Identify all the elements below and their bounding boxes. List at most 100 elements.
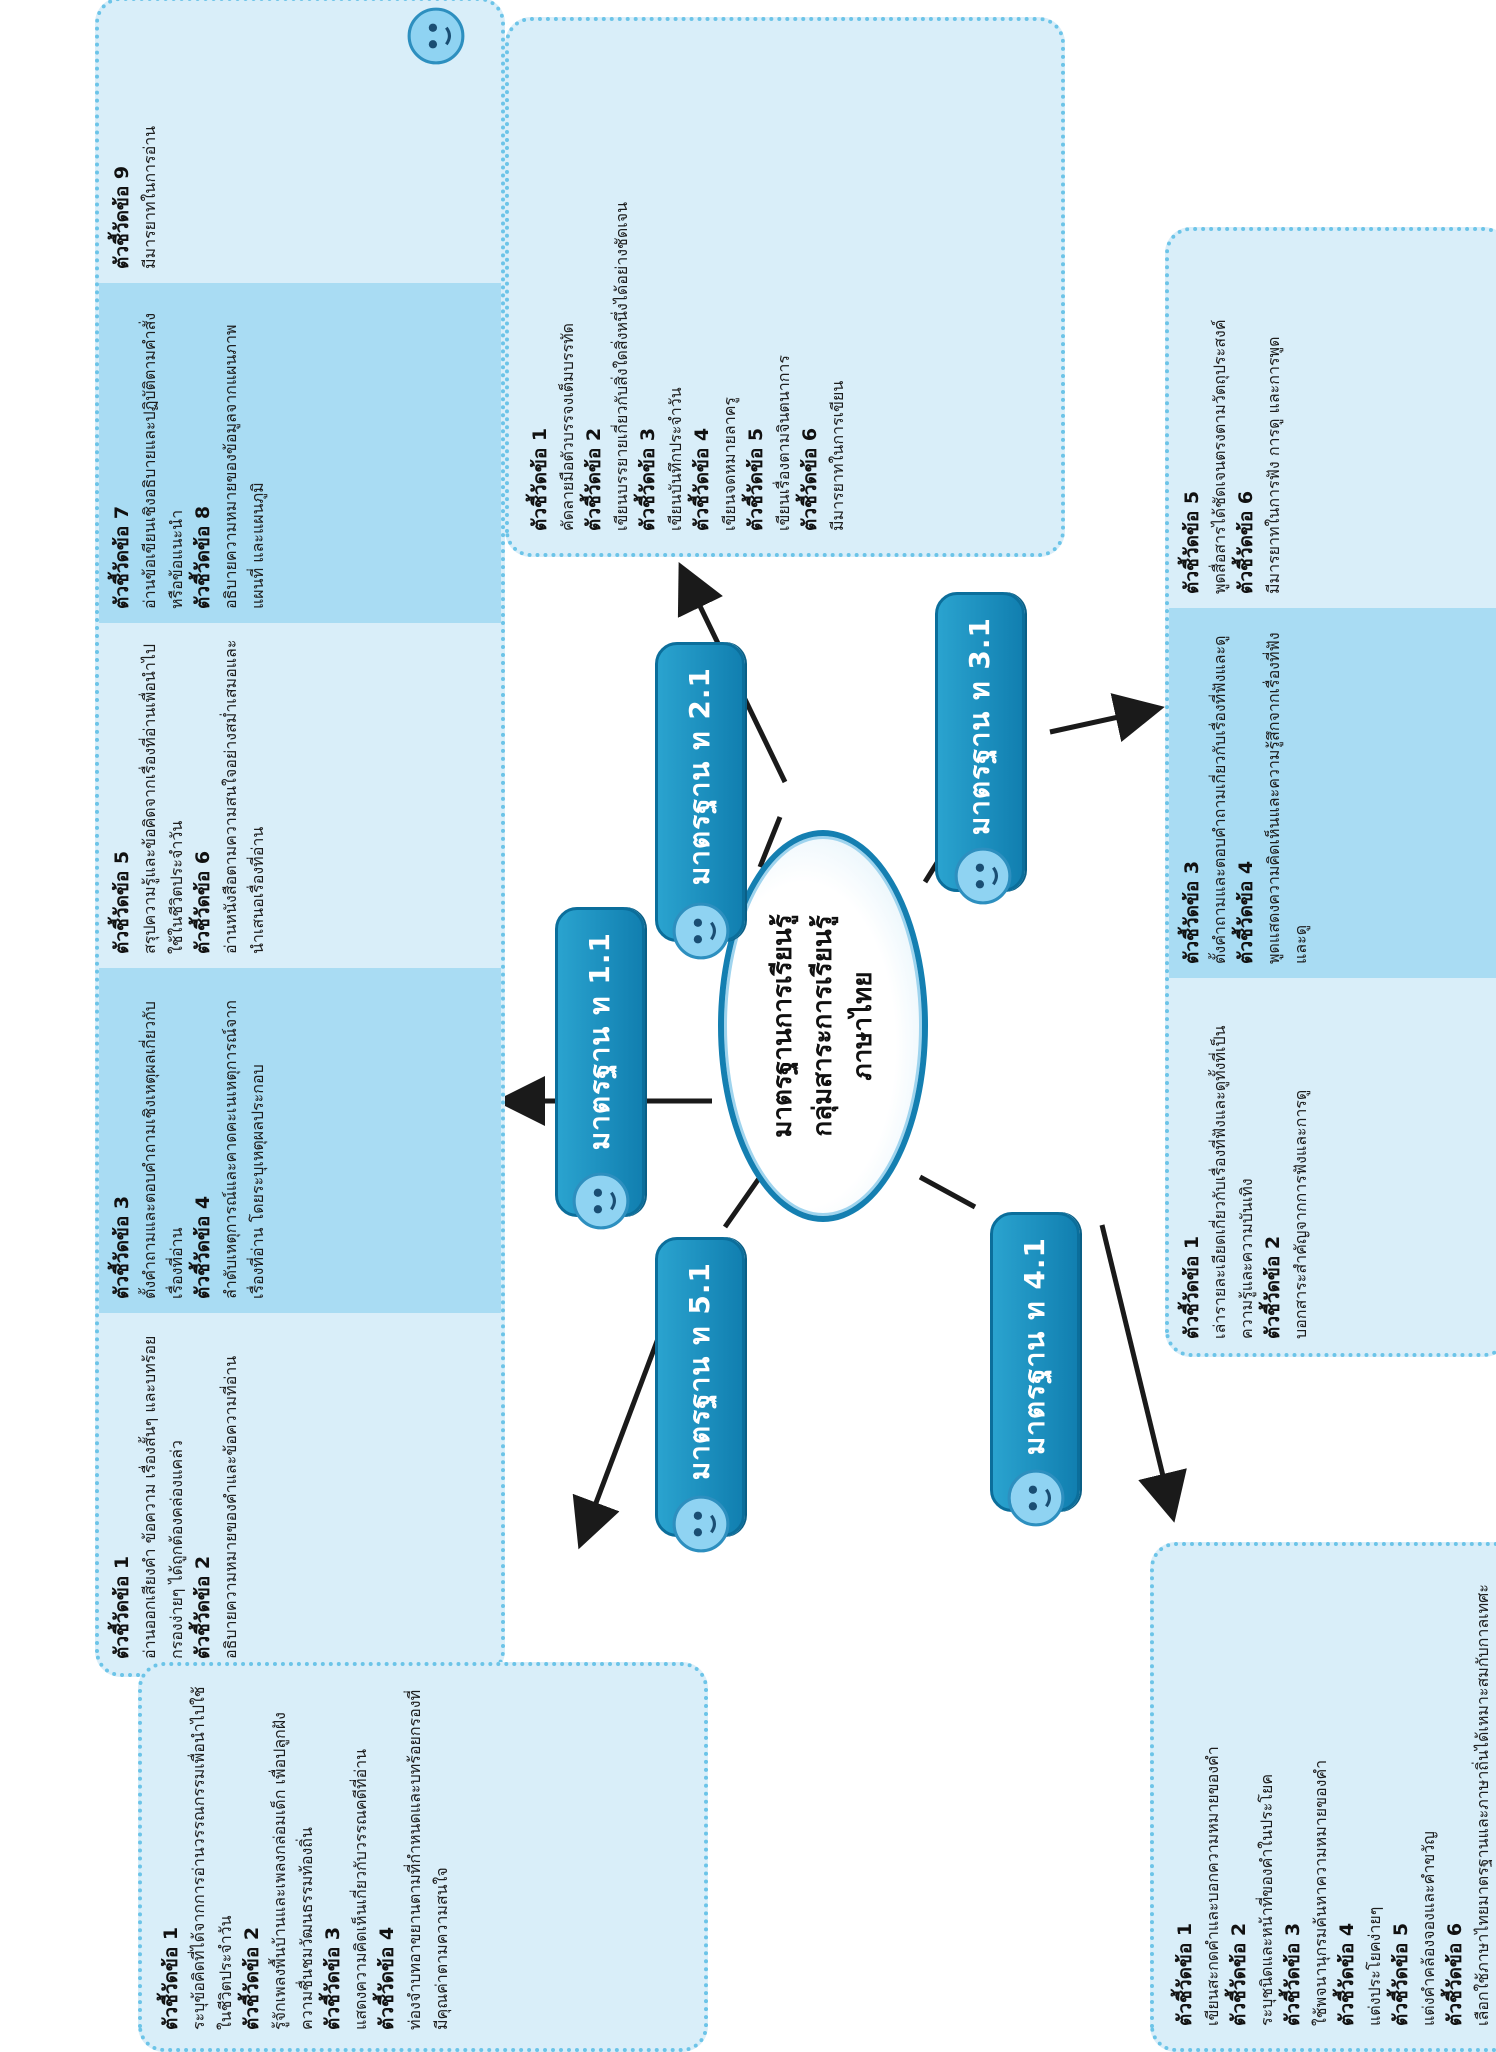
indicator-title: ตัวชี้วัดข้อ 1 <box>160 1926 182 2030</box>
column-1: ตัวชี้วัดข้อ 1 เล่ารายละเอียดเกี่ยวกับเรื… <box>1169 978 1496 1353</box>
mascot-icon <box>672 902 730 960</box>
connector-line <box>918 1174 977 1210</box>
indicator-title: ตัวชี้วัดข้อ 6 <box>1444 1922 1466 2026</box>
mascot-icon <box>407 7 465 65</box>
indicator-title: ตัวชี้วัดข้อ 2 <box>241 1926 263 2030</box>
indicator-title: ตัวชี้วัดข้อ 2 <box>1262 1235 1284 1339</box>
connector-line <box>757 816 783 868</box>
indicator-item: ตัวชี้วัดข้อ 7 อ่านข้อเขียนเชิงอธิบายและป… <box>109 297 190 609</box>
indicator-text: อ่านหนังสือตามความสนใจอย่างสม่ำเสมอและนำ… <box>221 639 267 954</box>
indicator-title: ตัวชี้วัดข้อ 6 <box>1235 490 1257 594</box>
indicator-title: ตัวชี้วัดข้อ 8 <box>192 505 214 609</box>
indicator-text: อ่านออกเสียงคำ ข้อความ เรื่องสั้นๆ และบท… <box>140 1335 186 1659</box>
indicator-title: ตัวชี้วัดข้อ 3 <box>322 1926 344 2030</box>
indicator-box-std11: ตัวชี้วัดข้อ 1 อ่านออกเสียงคำ ข้อความ เรื… <box>95 0 505 1677</box>
indicator-text: ระบุข้อคิดที่ได้จากการอ่านวรรณกรรมเพื่อน… <box>189 1686 235 2030</box>
indicator-text: แต่งคำคล้องจองและคำขวัญ <box>1419 1831 1438 2026</box>
indicator-item: ตัวชี้วัดข้อ 8 อธิบายความหมายของข้อมูลจาก… <box>190 297 271 609</box>
indicator-item: ตัวชี้วัดข้อ 3 เขียนบันทึกประจำวัน <box>635 43 689 531</box>
connector-line <box>722 1175 763 1229</box>
indicator-text: ใช้พจนานุกรมค้นหาความหมายของคำ <box>1311 1759 1330 2026</box>
indicator-item: ตัวชี้วัดข้อ 1 เล่ารายละเอียดเกี่ยวกับเรื… <box>1179 992 1260 1339</box>
indicator-title: ตัวชี้วัดข้อ 4 <box>691 427 713 531</box>
indicator-title: ตัวชี้วัดข้อ 1 <box>111 1555 133 1659</box>
indicator-text: รู้จักเพลงพื้นบ้านและเพลงกล่อมเด็ก เพื่อ… <box>270 1712 316 2030</box>
indicator-title: ตัวชี้วัดข้อ 3 <box>1282 1922 1304 2026</box>
indicator-text: สรุปความรู้และข้อคิดจากเรื่องที่อ่านเพื่… <box>140 643 186 954</box>
indicator-title: ตัวชี้วัดข้อ 7 <box>111 505 133 609</box>
indicator-item: ตัวชี้วัดข้อ 2 รู้จักเพลงพื้นบ้านและเพลงก… <box>239 1684 320 2030</box>
indicator-text: เขียนบันทึกประจำวัน <box>666 387 685 531</box>
column-4: ตัวชี้วัดข้อ 7 อ่านข้อเขียนเชิงอธิบายและป… <box>99 283 501 623</box>
indicator-text: อ่านข้อเขียนเชิงอธิบายและปฏิบัติตามคำสั่… <box>140 312 186 609</box>
indicator-item: ตัวชี้วัดข้อ 1 อ่านออกเสียงคำ ข้อความ เรื… <box>109 1327 190 1659</box>
badge-std51: มาตรฐาน ท 5.1 <box>655 1237 745 1537</box>
indicator-title: ตัวชี้วัดข้อ 1 <box>1181 1235 1203 1339</box>
indicator-item: ตัวชี้วัดข้อ 4 เขียนจดหมายลาครู <box>689 43 743 531</box>
indicator-text: อธิบายความหมายของข้อมูลจากแผนภาพ แผนที่ … <box>221 324 267 609</box>
indicator-text: ตั้งคำถามและตอบคำถามเกี่ยวกับเรื่องที่ฟั… <box>1210 635 1229 964</box>
indicator-text: แต่งประโยคง่ายๆ <box>1365 1906 1384 2026</box>
indicator-title: ตัวชี้วัดข้อ 4 <box>1235 860 1257 964</box>
indicator-title: ตัวชี้วัดข้อ 3 <box>637 427 659 531</box>
indicator-title: ตัวชี้วัดข้อ 5 <box>1181 490 1203 594</box>
indicator-item: ตัวชี้วัดข้อ 3 ใช้พจนานุกรมค้นหาความหมายข… <box>1280 1568 1334 2026</box>
indicator-text: พูดสื่อสารได้ชัดเจนตรงตามวัตถุประสงค์ <box>1210 319 1229 594</box>
indicator-item: ตัวชี้วัดข้อ 6 มีมารยาทในการเขียน <box>797 43 851 531</box>
indicator-item: ตัวชี้วัดข้อ 4 พูดแสดงความคิดเห็นและความร… <box>1233 622 1314 964</box>
center-title-ellipse: มาตรฐานการเรียนรู้ กลุ่มสาระการเรียนรู้ … <box>718 830 928 1222</box>
column-1: ตัวชี้วัดข้อ 1 ระบุข้อคิดที่ได้จากการอ่าน… <box>142 1666 704 2048</box>
indicator-item: ตัวชี้วัดข้อ 4 ท่องจำบทอาขยานตามที่กำหนดแ… <box>374 1684 455 2030</box>
indicator-title: ตัวชี้วัดข้อ 2 <box>192 1555 214 1659</box>
indicator-title: ตัวชี้วัดข้อ 6 <box>192 850 214 954</box>
indicator-title: ตัวชี้วัดข้อ 4 <box>192 1195 214 1299</box>
arrow-std41 <box>1099 1224 1187 1523</box>
indicator-text: คัดลายมือตัวบรรจงเต็มบรรทัด <box>558 322 577 531</box>
column-3: ตัวชี้วัดข้อ 5 พูดสื่อสารได้ชัดเจนตรงตามว… <box>1169 227 1496 608</box>
indicator-item: ตัวชี้วัดข้อ 2 อธิบายความหมายของคำและข้อค… <box>190 1327 244 1659</box>
indicator-text: บอกสาระสำคัญจากการฟังและการดู <box>1291 1089 1310 1339</box>
indicator-title: ตัวชี้วัดข้อ 9 <box>111 165 133 269</box>
indicator-text: มีมารยาทในการฟัง การดู และการพูด <box>1264 336 1283 594</box>
indicator-text: พูดแสดงความคิดเห็นและความรู้สึกจากเรื่อง… <box>1264 632 1310 964</box>
indicator-title: ตัวชี้วัดข้อ 4 <box>376 1926 398 2030</box>
mascot-icon <box>954 847 1012 905</box>
indicator-item: ตัวชี้วัดข้อ 6 มีมารยาทในการฟัง การดู และ… <box>1233 237 1287 594</box>
indicator-item: ตัวชี้วัดข้อ 2 ระบุชนิดและหน้าที่ของคำในป… <box>1226 1568 1280 2026</box>
indicator-text: มีมารยาทในการเขียน <box>828 380 847 531</box>
center-title-line3: ภาษาไทย <box>848 971 878 1081</box>
center-title-line2: กลุ่มสาระการเรียนรู้ <box>808 915 838 1137</box>
mascot-icon <box>1007 1469 1065 1527</box>
indicator-text: เล่ารายละเอียดเกี่ยวกับเรื่องที่ฟังและดู… <box>1210 1025 1256 1339</box>
indicator-title: ตัวชี้วัดข้อ 3 <box>111 1195 133 1299</box>
indicator-text: เขียนจดหมายลาครู <box>720 396 739 531</box>
indicator-text: เขียนบรรยายเกี่ยวกับสิ่งใดสิ่งหนึ่งได้อย… <box>612 201 631 531</box>
column-3: ตัวชี้วัดข้อ 5 สรุปความรู้และข้อคิดจากเรื… <box>99 623 501 968</box>
indicator-item: ตัวชี้วัดข้อ 5 สรุปความรู้และข้อคิดจากเรื… <box>109 637 190 954</box>
indicator-text: ท่องจำบทอาขยานตามที่กำหนดและบทร้อยกรองที… <box>405 1689 451 2030</box>
indicator-title: ตัวชี้วัดข้อ 2 <box>1228 1922 1250 2026</box>
indicator-title: ตัวชี้วัดข้อ 4 <box>1336 1922 1358 2026</box>
indicator-title: ตัวชี้วัดข้อ 1 <box>1174 1922 1196 2026</box>
mascot-icon <box>572 1172 630 1230</box>
indicator-text: อธิบายความหมายของคำและข้อความที่อ่าน <box>221 1355 240 1659</box>
column-1: ตัวชี้วัดข้อ 1 อ่านออกเสียงคำ ข้อความ เรื… <box>99 1313 501 1673</box>
indicator-title: ตัวชี้วัดข้อ 5 <box>111 850 133 954</box>
indicator-text: ระบุชนิดและหน้าที่ของคำในประโยค <box>1257 1773 1276 2026</box>
indicator-box-std31: ตัวชี้วัดข้อ 1 เล่ารายละเอียดเกี่ยวกับเรื… <box>1165 227 1496 1357</box>
mascot-icon <box>672 1495 730 1553</box>
indicator-title: ตัวชี้วัดข้อ 5 <box>745 427 767 531</box>
indicator-title: ตัวชี้วัดข้อ 6 <box>799 427 821 531</box>
indicator-title: ตัวชี้วัดข้อ 1 <box>529 427 551 531</box>
indicator-item: ตัวชี้วัดข้อ 1 ระบุข้อคิดที่ได้จากการอ่าน… <box>158 1684 239 2030</box>
